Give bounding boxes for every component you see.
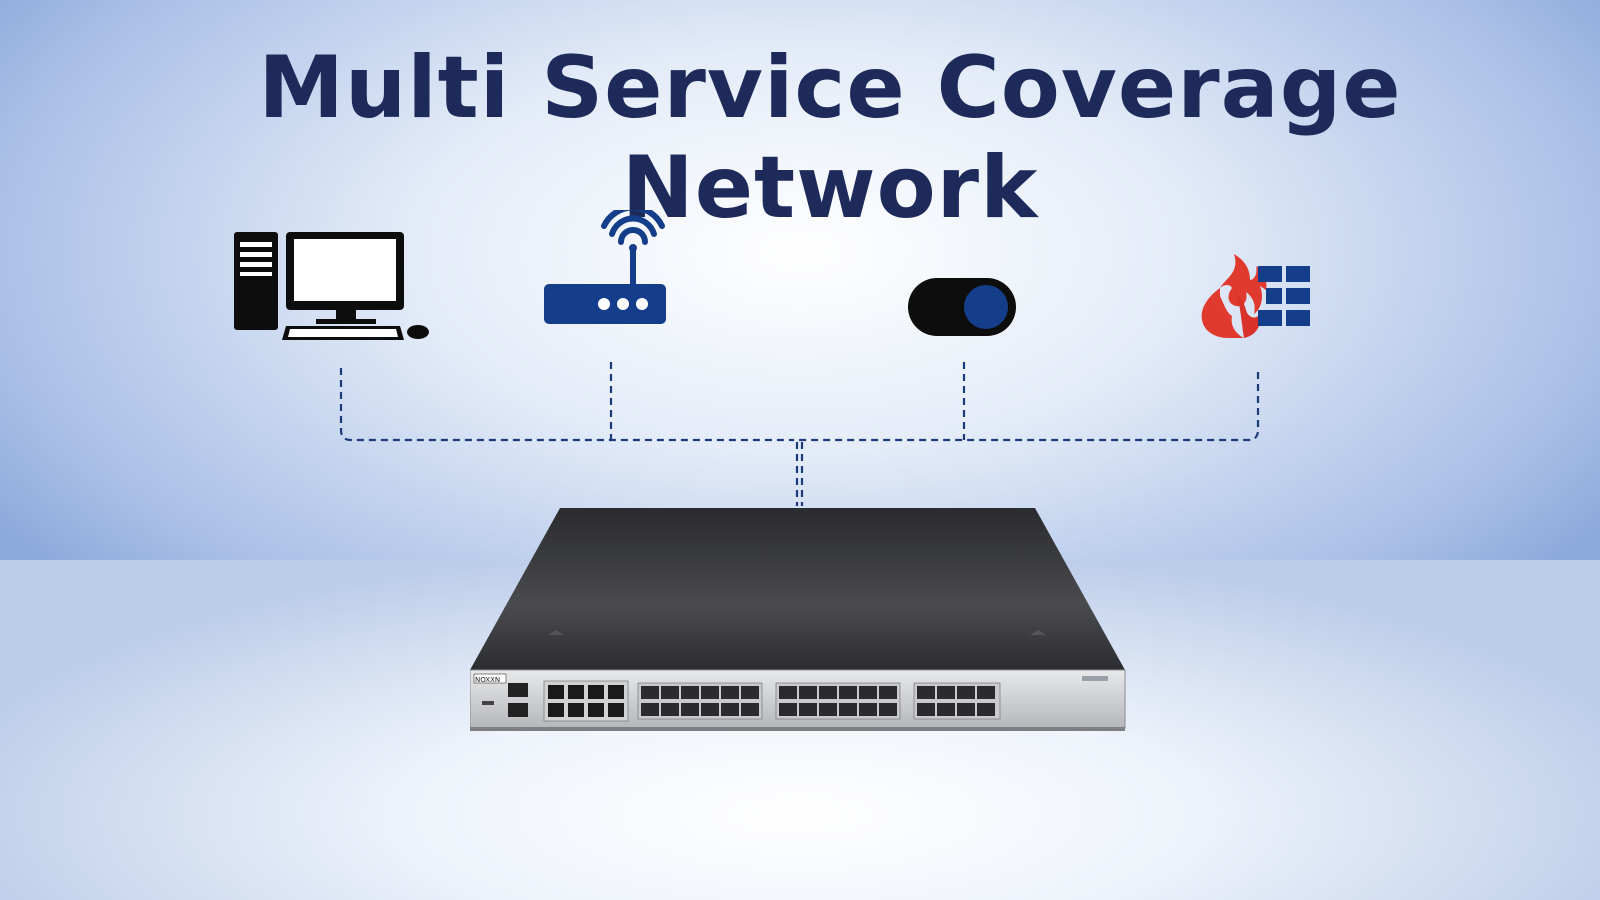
network-switch: NOXXN — [470, 508, 1126, 731]
toggle-switch-icon — [908, 278, 1016, 336]
connector-firewall — [790, 372, 1260, 442]
page-title: Multi Service Coverage Network — [258, 38, 1402, 238]
switch-brand-label: NOXXN — [475, 676, 500, 684]
wifi-router-icon — [544, 210, 666, 324]
sfp-port-block-3 — [913, 682, 1001, 720]
connector-computer — [339, 368, 790, 442]
rj45-port-block — [543, 680, 629, 722]
switch-top-panel — [470, 508, 1125, 670]
firewall-icon — [1201, 254, 1310, 338]
sfp-port-block-2 — [775, 682, 901, 720]
sfp-port-block-1 — [637, 682, 763, 720]
desktop-computer-icon — [234, 232, 429, 340]
